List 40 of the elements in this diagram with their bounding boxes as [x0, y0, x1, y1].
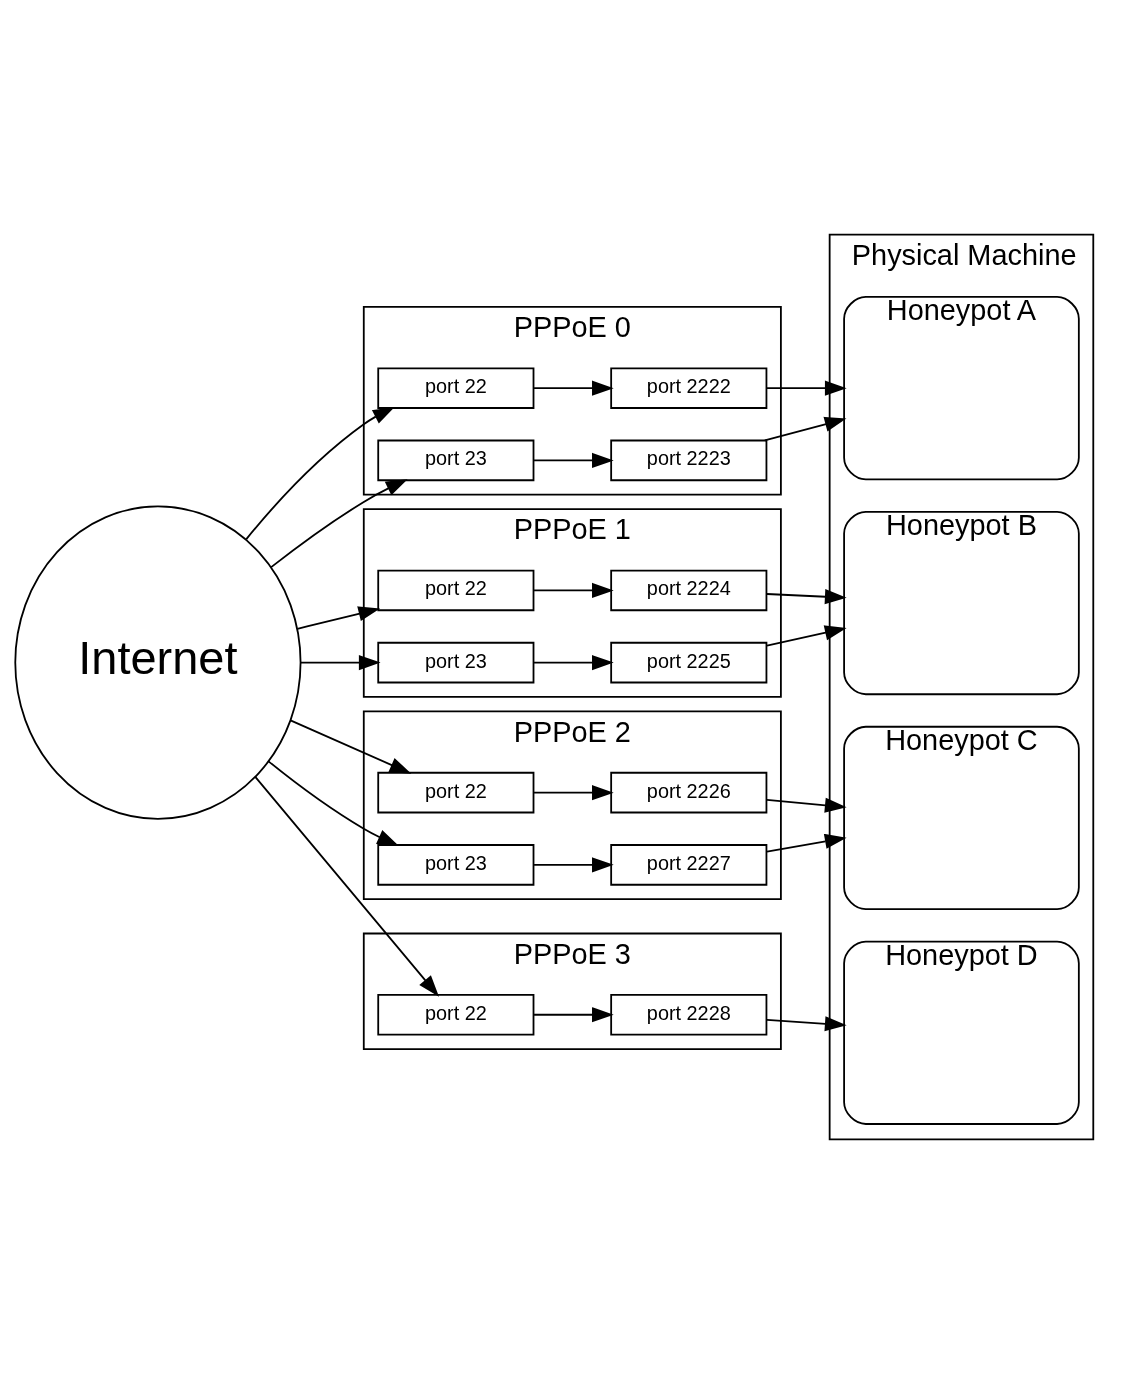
node-box: Honeypot C [843, 725, 1080, 910]
arrow [766, 797, 847, 813]
arrow [245, 406, 395, 540]
arrow [254, 776, 440, 997]
node-box: port 22 [377, 367, 535, 409]
node-box: port 22 [377, 771, 535, 814]
arrow [533, 452, 614, 468]
arrow [289, 719, 412, 774]
arrow [533, 857, 614, 873]
arrow [270, 479, 408, 569]
node-box: port 2228 [610, 993, 768, 1036]
node-box: Honeypot A [843, 296, 1080, 481]
arrow [766, 589, 847, 605]
arrow [533, 655, 614, 671]
node-box: port 2224 [610, 569, 768, 612]
arrow [766, 1016, 847, 1032]
arrow [766, 833, 847, 853]
arrow [533, 1007, 614, 1023]
node-box: port 2223 [610, 439, 768, 482]
node-box: port 23 [377, 439, 535, 482]
node-box: port 23 [377, 844, 535, 886]
node-box: port 2222 [610, 367, 768, 409]
arrow [296, 606, 381, 630]
arrow [766, 625, 847, 647]
node-box: Honeypot D [843, 940, 1080, 1125]
arrow [766, 380, 847, 396]
arrow [267, 760, 399, 846]
node-box: port 2226 [610, 771, 768, 814]
arrow [533, 380, 614, 396]
node-box: Honeypot B [843, 510, 1080, 696]
arrow [533, 582, 614, 598]
node-box: port 22 [377, 569, 535, 612]
arrow [763, 416, 847, 442]
arrow [299, 655, 381, 671]
node-box: port 2225 [610, 641, 768, 684]
node-box: port 2227 [610, 844, 768, 886]
node-box: port 23 [377, 641, 535, 684]
arrow [533, 785, 614, 801]
node-circle: Internet [14, 505, 302, 820]
node-box: port 22 [377, 993, 535, 1036]
